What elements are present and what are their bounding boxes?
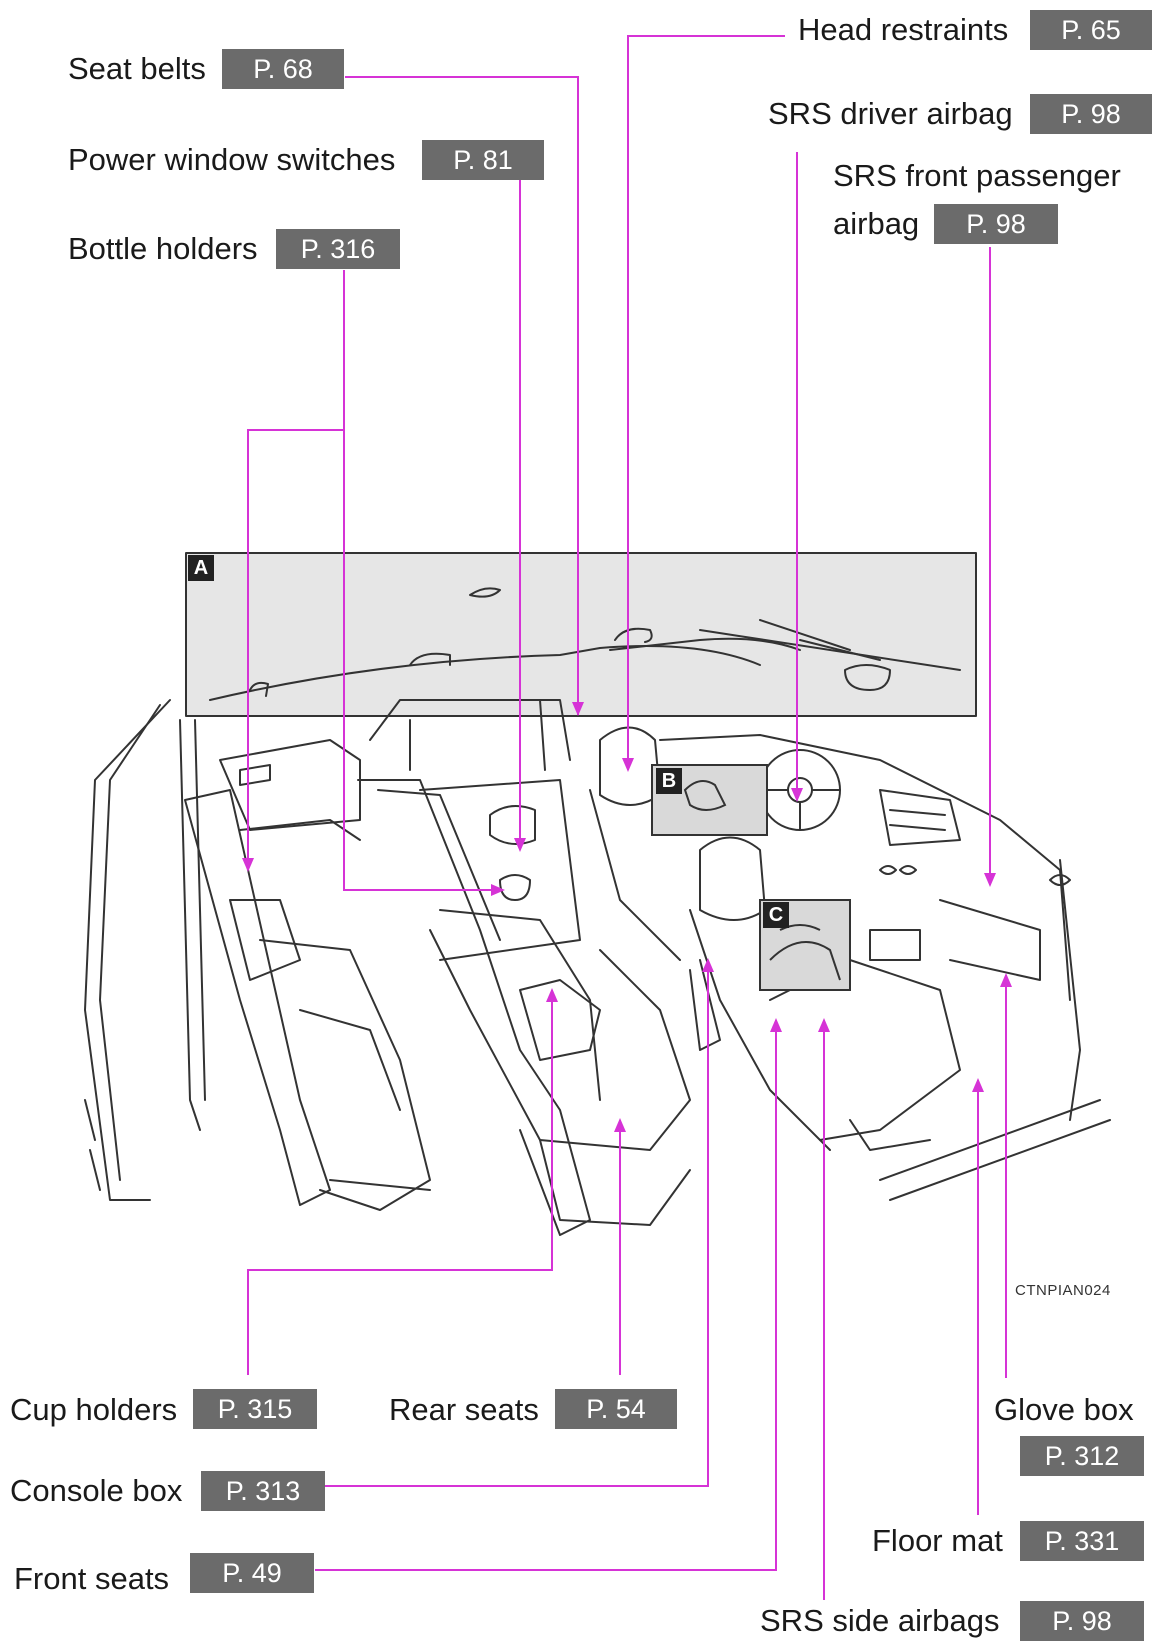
inset-c-marker: C [763, 902, 789, 928]
glove-box-label: Glove box [994, 1392, 1134, 1428]
console-box-label: Console box [10, 1473, 182, 1509]
floor-mat-label: Floor mat [872, 1523, 1003, 1559]
srs-side-airbags-label: SRS side airbags [760, 1603, 1000, 1639]
srs-front-passenger-airbag-label-line1: SRS front passenger [833, 158, 1121, 194]
inset-b-marker: B [656, 768, 682, 794]
srs-front-passenger-airbag-page-link[interactable]: P. 98 [934, 204, 1058, 244]
rear-seats-page-link[interactable]: P. 54 [555, 1389, 677, 1429]
srs-driver-airbag-page-link[interactable]: P. 98 [1030, 94, 1152, 134]
bottle-holders-label: Bottle holders [68, 231, 258, 267]
seat-belts-label: Seat belts [68, 51, 206, 87]
head-restraints-page-link[interactable]: P. 65 [1030, 10, 1152, 50]
inset-a-marker: A [188, 555, 214, 581]
front-seats-label: Front seats [14, 1561, 169, 1597]
illustration-code: CTNPIAN024 [1015, 1282, 1111, 1299]
cup-holders-page-link[interactable]: P. 315 [193, 1389, 317, 1429]
leader-arrowheads [242, 702, 1012, 1132]
console-box-page-link[interactable]: P. 313 [201, 1471, 325, 1511]
cup-holders-label: Cup holders [10, 1392, 177, 1428]
glove-box-page-link[interactable]: P. 312 [1020, 1436, 1144, 1476]
seat-belts-page-link[interactable]: P. 68 [222, 49, 344, 89]
head-restraints-label: Head restraints [798, 12, 1008, 48]
bottle-holders-page-link[interactable]: P. 316 [276, 229, 400, 269]
power-window-switches-page-link[interactable]: P. 81 [422, 140, 544, 180]
leader-lines [248, 36, 1006, 1600]
srs-front-passenger-airbag-label-line2: airbag [833, 206, 919, 242]
power-window-switches-label: Power window switches [68, 142, 395, 178]
rear-seats-label: Rear seats [389, 1392, 539, 1428]
front-seats-page-link[interactable]: P. 49 [190, 1553, 314, 1593]
floor-mat-page-link[interactable]: P. 331 [1020, 1521, 1144, 1561]
srs-side-airbags-page-link[interactable]: P. 98 [1020, 1601, 1144, 1641]
srs-driver-airbag-label: SRS driver airbag [768, 96, 1013, 132]
